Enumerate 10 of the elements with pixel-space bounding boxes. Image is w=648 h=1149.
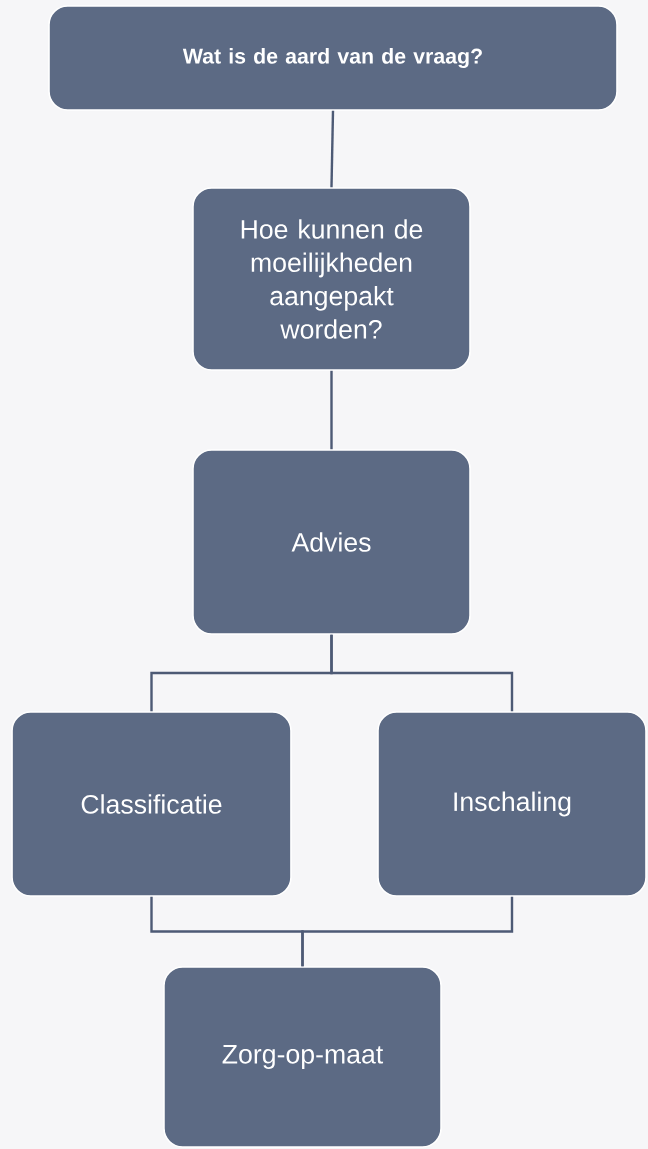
process-box: Hoe kunnen de moeilijkheden aangepakt worden? — [192, 187, 471, 371]
process-box: Advies — [192, 449, 471, 635]
connector-line — [330, 110, 335, 188]
process-box: Wat is de aard van de vraag? — [48, 5, 618, 111]
connector-line — [330, 634, 514, 712]
connector-line — [301, 896, 514, 967]
process-box: Inschaling — [377, 711, 647, 897]
process-box: Zorg-op-maat — [163, 966, 442, 1148]
process-box: Classificatie — [11, 711, 292, 897]
connector-line — [330, 370, 333, 450]
